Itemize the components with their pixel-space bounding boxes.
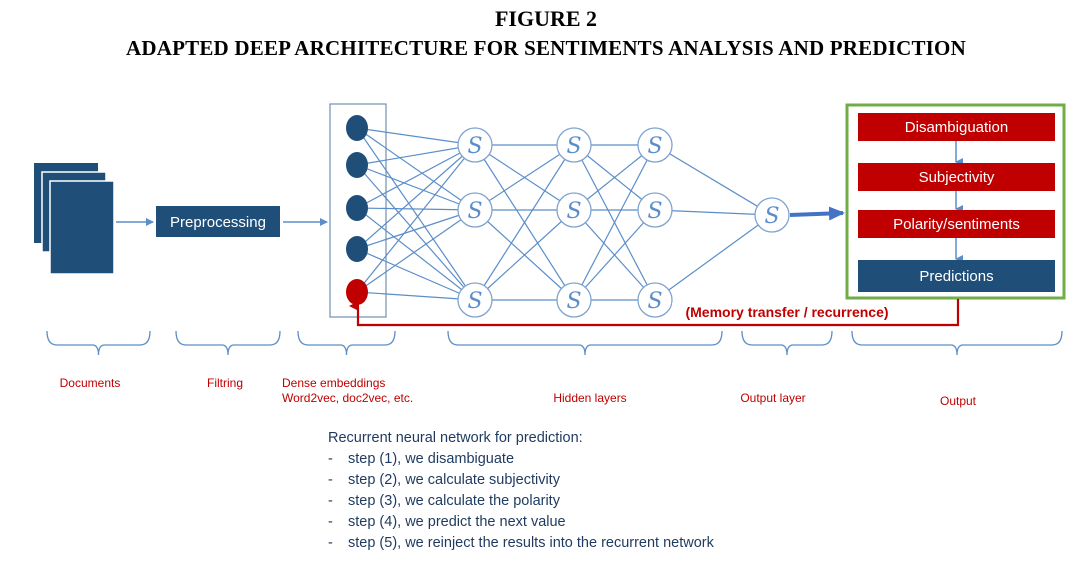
connection: [356, 144, 476, 293]
brace: [851, 330, 1063, 356]
brace: [175, 330, 281, 356]
neuron: [637, 192, 673, 228]
neuron: [457, 282, 493, 318]
notes-heading: Recurrent neural network for prediction:: [328, 430, 583, 446]
connection: [356, 248, 476, 301]
note-step-4: -step (4), we predict the next value: [328, 514, 566, 530]
connection: [356, 127, 476, 146]
connection: [654, 209, 773, 216]
note-step-1: -step (1), we disambiguate: [328, 451, 515, 467]
connection: [654, 214, 773, 301]
stage-braces: [46, 330, 1063, 356]
neuron: [457, 192, 493, 228]
connection: [356, 207, 476, 301]
neuron: [637, 282, 673, 318]
stage-label-documents: Documents: [60, 376, 121, 390]
connection: [356, 127, 476, 211]
neuron-symbol: S: [566, 289, 581, 314]
neuron-symbol: S: [566, 199, 581, 224]
output-steps: DisambiguationSubjectivityPolarity/senti…: [858, 113, 1055, 292]
connection: [356, 291, 476, 301]
note-step-5: -step (5), we reinject the results into …: [328, 535, 714, 551]
output-step-box: [858, 260, 1055, 292]
output-box: [845, 103, 1066, 300]
stage-label-hidden: Hidden layers: [553, 391, 626, 405]
output-step-label: Disambiguation: [905, 119, 1008, 136]
figure-caption: ADAPTED DEEP ARCHITECTURE FOR SENTIMENTS…: [126, 36, 966, 60]
output-step-box: [858, 210, 1055, 238]
input-node: [346, 115, 368, 141]
hidden-neurons: S S S S S S S S S S: [457, 127, 790, 318]
input-node: [346, 236, 368, 262]
prediction-notes: Recurrent neural network for prediction:…: [328, 428, 714, 554]
stage-label-output: Output: [940, 394, 977, 408]
connection: [356, 144, 476, 166]
output-step-label: Subjectivity: [919, 169, 995, 186]
note-step-3: -step (3), we calculate the polarity: [328, 493, 560, 509]
neuron-symbol: S: [467, 134, 482, 159]
connection: [356, 207, 476, 211]
neuron: [637, 127, 673, 163]
preprocessing-label: Preprocessing: [170, 214, 266, 231]
connection: [654, 144, 773, 216]
neuron: [754, 197, 790, 233]
stage-label-filtring: Filtring: [207, 376, 243, 390]
input-nodes: [346, 115, 368, 305]
brace: [741, 330, 833, 356]
output-step-box: [858, 113, 1055, 141]
output-step-label: Polarity/sentiments: [893, 216, 1020, 233]
note-step-2: -step (2), we calculate subjectivity: [328, 472, 560, 488]
input-node: [346, 195, 368, 221]
recurrence-arrow: [349, 299, 960, 327]
brace: [46, 330, 151, 356]
neuron: [556, 192, 592, 228]
neuron-symbol: S: [764, 204, 779, 229]
neuron-symbol: S: [467, 289, 482, 314]
connection: [474, 144, 575, 211]
output-step-label: Predictions: [919, 268, 993, 285]
stage-label-embeddings-2: Word2vec, doc2vec, etc.: [282, 391, 413, 405]
brace: [447, 330, 723, 356]
connection: [356, 144, 476, 209]
connection: [474, 209, 575, 301]
neuron: [556, 127, 592, 163]
neuron-symbol: S: [467, 199, 482, 224]
memory-label-bg: [672, 303, 904, 321]
connection: [356, 127, 476, 301]
neuron-symbol: S: [647, 289, 662, 314]
connection: [356, 164, 476, 211]
connection: [573, 209, 656, 301]
input-node: [346, 152, 368, 178]
neuron-symbol: S: [647, 134, 662, 159]
preprocessing-box: [156, 206, 280, 237]
stage-label-embeddings-1: Dense embeddings: [282, 376, 385, 390]
documents-icon: [34, 163, 115, 275]
connection: [356, 209, 476, 293]
connection: [356, 144, 476, 250]
neuron-symbol: S: [566, 134, 581, 159]
neuron: [457, 127, 493, 163]
connection: [356, 209, 476, 250]
stage-label-output-layer: Output layer: [740, 391, 805, 405]
neuron-symbol: S: [647, 199, 662, 224]
arrow-to-output: [789, 206, 845, 221]
figure-number: FIGURE 2: [494, 6, 598, 31]
recurrent-input-node: [346, 279, 368, 305]
connection: [573, 144, 656, 301]
connection: [356, 164, 476, 301]
brace: [297, 330, 396, 356]
neuron: [556, 282, 592, 318]
memory-transfer-label: (Memory transfer / recurrence): [685, 304, 888, 320]
output-step-box: [858, 163, 1055, 191]
connection: [474, 144, 575, 301]
